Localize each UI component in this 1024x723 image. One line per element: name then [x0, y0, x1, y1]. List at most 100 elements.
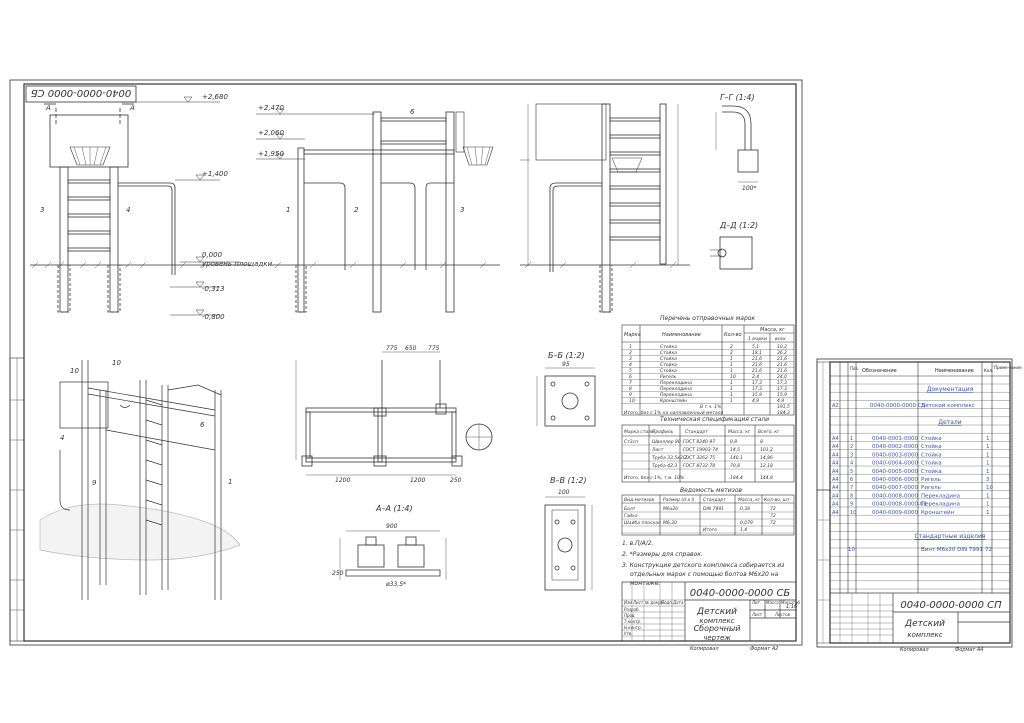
spec-part-name: Перекладина	[921, 493, 960, 499]
spec-h-obozn: Обозначение	[862, 368, 897, 374]
table2-total-a: 184,4	[730, 475, 743, 481]
table1-cell-massall: 21,6	[777, 356, 787, 362]
spec-part-qty: 1	[986, 461, 990, 467]
table1-h3: Масса, кг	[760, 327, 785, 333]
table1-cell-mass1: 4,9	[752, 398, 759, 404]
spec-part-pos: 4	[850, 461, 853, 467]
table1-cell-mass1: 18,1	[752, 350, 762, 356]
spec-section-parts: Детали	[938, 419, 961, 426]
table3-cell-mass: 1,4	[740, 527, 747, 533]
table1-cell-massall: 21,6	[777, 368, 787, 374]
rotated-code: 0040-0000-0000 СБ	[31, 87, 132, 98]
table3-cell-kind: Болт	[624, 506, 636, 512]
stamp-sheets: Листов	[774, 612, 791, 617]
table3-h4: Кол-во, шт.	[764, 497, 791, 503]
spec-part-format: А4	[832, 477, 839, 483]
table1-cell-massall: 36,2	[777, 350, 787, 356]
table3-title: Ведомость метизов	[680, 487, 743, 494]
table2-cell-total: 8	[760, 439, 763, 445]
side-view-labels: +2,470 +2,060 +1,950 1 2 3 6	[258, 104, 464, 214]
iso-labels: 10 10 1 6 4 9	[60, 359, 232, 487]
table3-cell-mass: 0,38	[740, 506, 750, 512]
table1-total-b-value: 191,5	[777, 404, 790, 410]
table3-cell-standard: DIN 7991	[703, 506, 724, 512]
spec-part-qty: 1	[986, 452, 990, 458]
spec-part-qty: 1	[986, 444, 990, 450]
table1-cell-qty: 2	[730, 344, 733, 350]
table1-cell-name: Стойка	[660, 356, 677, 362]
note-3: отдельных марок с помощью болтов М6х20 н…	[630, 571, 779, 578]
title1-1: комплекс	[699, 617, 734, 625]
table2-cell-profile: Труба 42,3	[652, 463, 677, 469]
sheet-scale: 1:16	[786, 604, 797, 610]
table3-cell-standard: Итого	[703, 527, 717, 533]
table1-h1: Наименование	[662, 332, 701, 338]
table1-cell-qty: 1	[730, 368, 733, 374]
role-4: Утв.	[624, 631, 632, 636]
elev-0800: -0,800	[202, 313, 225, 321]
stamp-hdr-3: Подп.	[661, 600, 673, 605]
stamp-code-2: 0040-0000-0000 СП	[900, 600, 1002, 611]
spec-part-pos: 9	[850, 502, 853, 508]
spec-part-name: Кронштейн	[921, 509, 955, 516]
spec-part-pos: 8	[850, 493, 853, 499]
table2-cell-standard: ГОСТ 19903-74	[683, 447, 718, 453]
spec-part-pos: 2	[850, 444, 853, 450]
table3-cell-qty: 72	[770, 506, 776, 512]
iso-mark-6: 6	[200, 421, 205, 429]
table1-h2: Кол-во	[724, 332, 742, 338]
spec-std-qty: 72	[985, 547, 992, 553]
iso-mark-9: 9	[92, 479, 97, 487]
spec-part-pos: 5	[850, 469, 853, 475]
front-view	[30, 96, 250, 316]
table2-cell-standard: ГОСТ 3262-75	[683, 455, 715, 461]
label-gg: Г–Г (1:4)	[720, 93, 755, 102]
table1-cell-qty: 1	[730, 392, 733, 398]
table1-cell-massall: 24,0	[777, 374, 787, 380]
table1-cell-name: Стойка	[660, 362, 677, 368]
role-0: Разраб.	[624, 607, 640, 612]
detail-vv	[544, 496, 593, 591]
note-4: монтаже.	[630, 580, 660, 587]
spec-part-name: Ригель	[921, 485, 941, 491]
spec-doc-name: Детский комплекс	[921, 402, 975, 409]
table1-cell-mass1: 15,9	[752, 392, 762, 398]
plan-dim-3: 1200	[335, 477, 350, 484]
table1-cell-qty: 1	[730, 386, 733, 392]
detail-gg	[715, 105, 759, 183]
table2-cell-profile: Лист	[651, 447, 664, 453]
table2-cell-total: 12,18	[760, 463, 773, 469]
spec-part-qty: 10	[986, 485, 993, 491]
table1-cell-name: Перекладина	[660, 380, 692, 386]
stamp-code-1: 0040-0000-0000 СБ	[690, 588, 791, 599]
table1-cell-name: Перекладина	[660, 392, 692, 398]
table2-h0: Марка стали	[624, 429, 654, 435]
detail-dd	[710, 236, 753, 270]
table3-h1: Размер (d x l)	[663, 497, 695, 503]
role-3: Н.контр.	[624, 625, 642, 630]
table-fasteners	[621, 494, 795, 536]
title-block-1	[621, 581, 797, 642]
spec-row-lines	[830, 383, 1010, 590]
spec-h-pos: Поз.	[850, 366, 859, 371]
plan-view	[295, 351, 493, 476]
table1-title: Перечень отправочных марок	[660, 315, 755, 322]
stamp-mass: Масса	[766, 600, 779, 605]
detail-aa	[339, 530, 447, 580]
sheet1-frame	[9, 79, 803, 646]
table1-cell-mark: 7	[629, 380, 632, 386]
spec-h-note: Приме-чание	[994, 365, 1022, 370]
stamp-hdr-4: Дата	[672, 600, 684, 605]
spec-h-name: Наименование	[935, 368, 974, 374]
side-mark-1: 1	[286, 206, 290, 214]
spec-part-name: Стойка	[921, 443, 942, 450]
table2-h1: Профиль	[652, 429, 674, 435]
table2-cell-standard: ГОСТ 8240-97	[683, 439, 715, 445]
title1-3: чертеж	[703, 634, 731, 642]
table1-cell-qty: 10	[730, 374, 736, 380]
table2-cell-profile: Труба 33,5х3,2	[652, 455, 687, 461]
spec-part-qty: 3	[986, 477, 990, 483]
label-bb: Б–Б (1:2)	[548, 351, 585, 360]
stamp-scale: Масштаб	[781, 600, 801, 605]
elev-2470: +2,470	[258, 104, 284, 112]
